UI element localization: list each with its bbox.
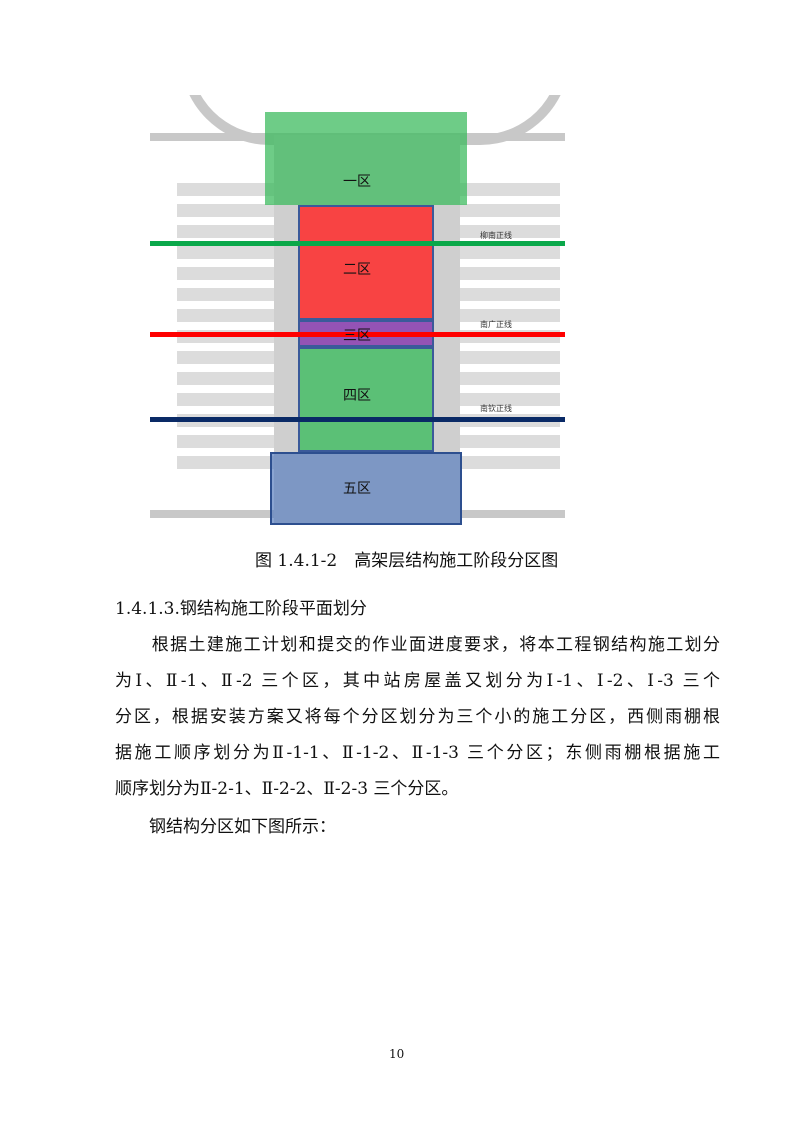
zone-label-1: 一区 xyxy=(343,174,371,190)
platform-strip xyxy=(177,456,274,469)
zone-label-4: 四区 xyxy=(343,388,371,404)
platform-strip xyxy=(460,372,560,385)
platform-strip xyxy=(177,435,274,448)
platform-strip xyxy=(460,267,560,280)
line-liunan xyxy=(150,241,565,246)
platform-strip xyxy=(177,351,274,364)
platform-strip xyxy=(460,288,560,301)
platform-strip xyxy=(177,309,274,322)
section-heading: 1.4.1.3.钢结构施工阶段平面划分 xyxy=(115,599,367,619)
paragraph-line: 分区，根据安装方案又将每个分区划分为三个小的施工分区，西侧雨棚根 xyxy=(115,707,720,727)
platform-strip xyxy=(460,435,560,448)
paragraph-line: 根据土建施工计划和提交的作业面进度要求，将本工程钢结构施工划分 xyxy=(115,635,720,655)
figure-note: 钢结构分区如下图所示： xyxy=(115,817,336,837)
platform-strip xyxy=(177,267,274,280)
platform-strip xyxy=(460,204,560,217)
page-number: 10 xyxy=(389,1047,405,1061)
platform-strip xyxy=(177,288,274,301)
platform-strip xyxy=(177,183,274,196)
platform-strip xyxy=(460,309,560,322)
platform-strip xyxy=(177,204,274,217)
platform-strip xyxy=(460,225,560,238)
platform-strip xyxy=(177,225,274,238)
paragraph-line: 顺序划分为Ⅱ-2-1、Ⅱ-2-2、Ⅱ-2-3 三个分区。 xyxy=(115,779,459,799)
zone-2 xyxy=(298,205,434,320)
zone-5 xyxy=(270,452,462,525)
platform-strip xyxy=(460,246,560,259)
platform-strip xyxy=(460,393,560,406)
line-label-liunan: 柳南正线 xyxy=(480,231,512,240)
line-label-nanqin: 南钦正线 xyxy=(480,404,512,413)
platform-strip xyxy=(460,183,560,196)
paragraph-line: 为Ⅰ、Ⅱ-1、Ⅱ-2 三个区，其中站房屋盖又划分为Ⅰ-1、Ⅰ-2、Ⅰ-3 三个 xyxy=(115,671,720,691)
platform-strip xyxy=(177,372,274,385)
zone-label-2: 二区 xyxy=(343,262,371,278)
line-label-nanguang: 南广正线 xyxy=(480,320,512,329)
platform-strip xyxy=(177,393,274,406)
zone-label-3: 三区 xyxy=(343,328,371,344)
line-nanqin xyxy=(150,417,565,422)
zoning-plan-figure: 一区 二区 三区 四区 五区 柳南正线 南广正线 南钦正线 xyxy=(150,95,565,525)
line-nanguang xyxy=(150,332,565,337)
zone-4 xyxy=(298,347,434,452)
platform-strip xyxy=(460,456,560,469)
platform-strip xyxy=(177,246,274,259)
platform-strip xyxy=(460,351,560,364)
figure-caption: 图 1.4.1-2 高架层结构施工阶段分区图 xyxy=(255,551,559,571)
zone-1 xyxy=(265,112,467,205)
zone-label-5: 五区 xyxy=(343,481,371,497)
paragraph-line: 据施工顺序划分为Ⅱ-1-1、Ⅱ-1-2、Ⅱ-1-3 三个分区；东侧雨棚根据施工 xyxy=(115,743,720,763)
